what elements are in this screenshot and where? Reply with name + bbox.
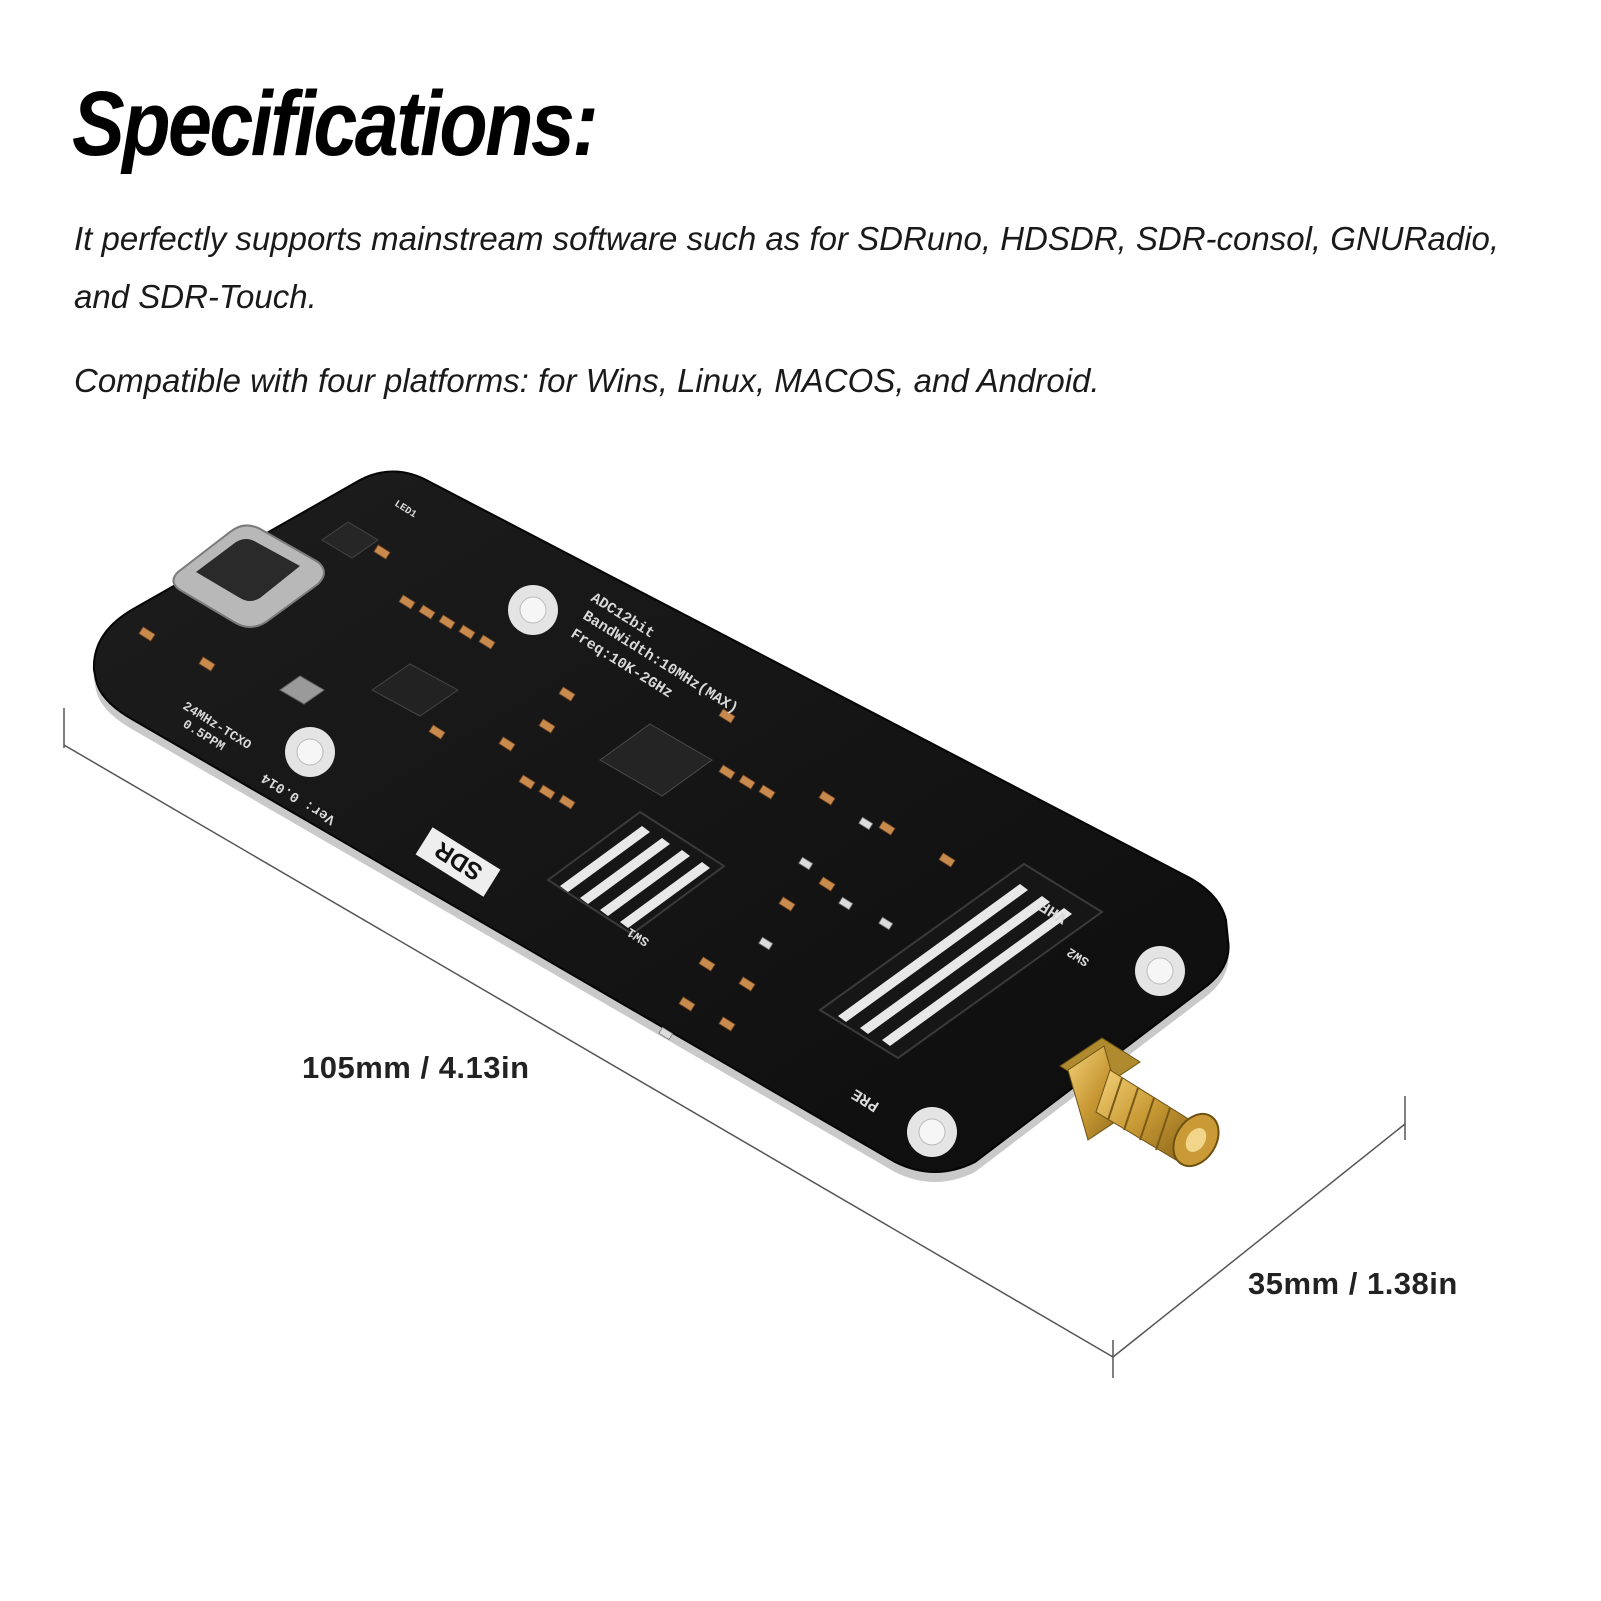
dip-switch-sw2 — [818, 862, 1104, 1060]
platform-compat-text: Compatible with four platforms: for Wins… — [74, 362, 1100, 399]
width-dimension-label: 35mm / 1.38in — [1248, 1266, 1458, 1301]
length-dimension-line — [63, 708, 1114, 1378]
resistors — [658, 816, 894, 1041]
smd-components — [138, 544, 956, 1032]
sma-antenna-connector — [1059, 1037, 1220, 1168]
dip-switch-sw1 — [546, 810, 726, 936]
width-dimension-line — [1112, 1096, 1406, 1358]
page-title: Specifications: — [72, 73, 599, 175]
mounting-holes — [285, 585, 1185, 1157]
software-support-text: It perfectly supports mainstream softwar… — [74, 220, 1499, 315]
usb-c-port — [172, 524, 325, 628]
length-dimension-label: 105mm / 4.13in — [302, 1050, 530, 1085]
ic-chips — [279, 521, 713, 797]
